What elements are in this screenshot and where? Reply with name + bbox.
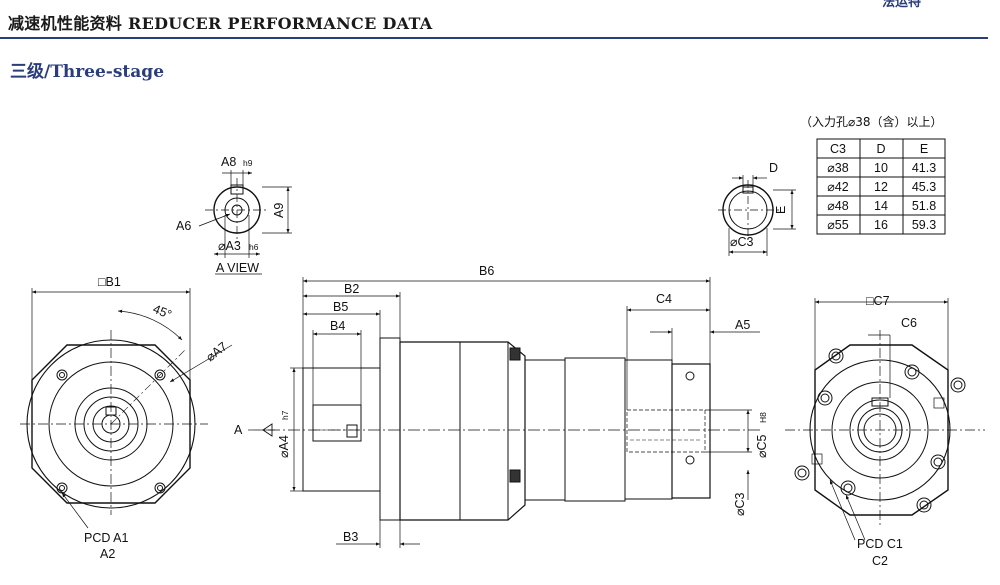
section-subtitle: 三级/Three-stage bbox=[10, 62, 165, 82]
label-b4: B4 bbox=[330, 319, 345, 333]
table-cell: 10 bbox=[874, 161, 888, 175]
label-45deg: 45° bbox=[151, 302, 174, 322]
label-c5: ⌀C5 bbox=[755, 434, 769, 458]
output-flange-view bbox=[785, 298, 985, 541]
spec-table-cells: C3 D E ⌀38 10 41.3 ⌀42 12 45.3 ⌀48 14 51… bbox=[827, 142, 936, 232]
label-a2: A2 bbox=[100, 547, 115, 561]
spec-table bbox=[816, 138, 946, 235]
shaft-key-view bbox=[718, 175, 796, 256]
brand-corner-text: 法运特 bbox=[882, 0, 922, 10]
label-a9: A9 bbox=[272, 203, 286, 218]
label-a3: ⌀A3 bbox=[218, 239, 241, 253]
table-cell: 59.3 bbox=[912, 218, 936, 232]
label-c6: C6 bbox=[901, 316, 917, 330]
table-cell: 14 bbox=[874, 199, 888, 213]
table-cell: ⌀38 bbox=[827, 161, 848, 175]
label-a5: A5 bbox=[735, 318, 750, 332]
label-a8-tol: h9 bbox=[243, 158, 253, 168]
table-cell: 51.8 bbox=[912, 199, 936, 213]
label-b2: B2 bbox=[344, 282, 359, 296]
reducer-side-view bbox=[248, 277, 760, 548]
label-a4-tol: h7 bbox=[280, 410, 290, 420]
table-header-d: D bbox=[876, 142, 885, 156]
label-a8: A8 bbox=[221, 155, 236, 169]
label-pcd-c1: PCD C1 bbox=[857, 537, 903, 551]
label-c7: □C7 bbox=[866, 294, 890, 308]
label-e: E bbox=[774, 206, 788, 214]
label-b6: B6 bbox=[479, 264, 494, 278]
header: 减速机性能资料 REDUCER PERFORMANCE DATA 法运特 bbox=[0, 0, 1000, 40]
label-a4: ⌀A4 bbox=[277, 435, 291, 458]
label-c3: ⌀C3 bbox=[733, 492, 747, 516]
label-a7: ⌀A7 bbox=[203, 339, 230, 364]
table-cell: 12 bbox=[874, 180, 888, 194]
table-note: （入力孔⌀38（含）以上） bbox=[800, 114, 943, 129]
input-flange-view bbox=[20, 288, 233, 529]
label-pcd-a1: PCD A1 bbox=[84, 531, 129, 545]
label-a-arrow: A bbox=[234, 423, 243, 437]
label-a3-tol: h6 bbox=[249, 242, 259, 252]
label-b5: B5 bbox=[333, 300, 348, 314]
table-cell: 16 bbox=[874, 218, 888, 232]
label-c5-tol: H8 bbox=[758, 412, 768, 423]
label-c3-small: ⌀C3 bbox=[730, 235, 754, 249]
a-view-drawing bbox=[198, 170, 292, 275]
table-header-e: E bbox=[920, 142, 928, 156]
header-divider bbox=[0, 37, 988, 39]
label-a-view: A VIEW bbox=[216, 261, 259, 275]
page-title: 减速机性能资料 REDUCER PERFORMANCE DATA bbox=[8, 14, 433, 33]
label-a6: A6 bbox=[176, 219, 191, 233]
label-b3: B3 bbox=[343, 530, 358, 544]
table-cell: ⌀42 bbox=[827, 180, 848, 194]
label-b1: □B1 bbox=[98, 275, 121, 289]
table-header-c3: C3 bbox=[830, 142, 846, 156]
label-c4: C4 bbox=[656, 292, 672, 306]
label-c2: C2 bbox=[872, 554, 888, 568]
label-d: D bbox=[769, 161, 778, 175]
table-cell: 45.3 bbox=[912, 180, 936, 194]
table-cell: ⌀48 bbox=[827, 199, 848, 213]
table-cell: 41.3 bbox=[912, 161, 936, 175]
table-cell: ⌀55 bbox=[827, 218, 848, 232]
